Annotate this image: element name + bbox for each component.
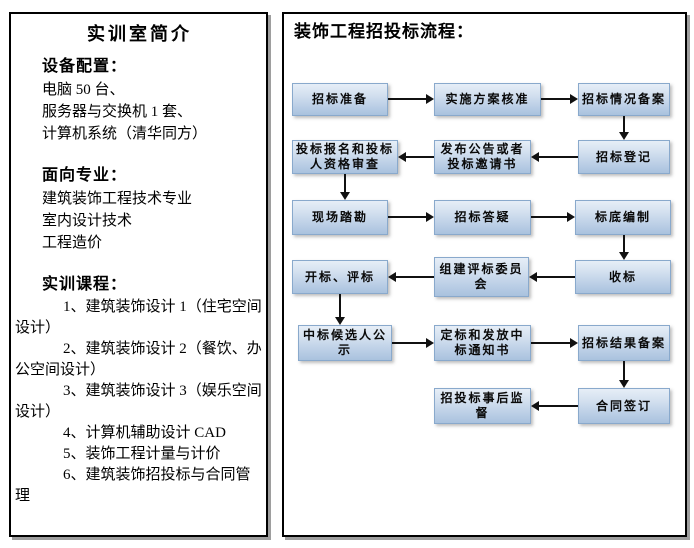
equipment-line: 服务器与交换机 1 套、 (42, 104, 193, 120)
flow-step-committee: 组建评标委员 会 (434, 257, 529, 297)
arrow-left-icon (529, 272, 575, 282)
flow-step-bid-qa: 招标答疑 (434, 200, 531, 235)
flow-step-award-notice: 定标和发放中 标通知书 (434, 325, 531, 361)
arrow-right-icon (541, 94, 578, 104)
arrow-down-icon (340, 174, 350, 200)
intro-title: 实训室简介 (87, 24, 192, 44)
arrow-down-icon (619, 116, 629, 140)
arrow-left-icon (531, 401, 578, 411)
arrow-right-icon (388, 212, 434, 222)
flow-step-post-supervision: 招投标事后监 督 (434, 388, 531, 424)
flow-step-bid-preparation: 招标准备 (292, 83, 388, 116)
flow-step-bid-filing: 招标情况备案 (578, 83, 670, 116)
course-item: 3、建筑装饰设计 3（娱乐空间 设计） (15, 383, 262, 420)
flow-step-registration-review: 投标报名和投标 人资格审查 (292, 140, 398, 174)
major-line: 室内设计技术 (42, 213, 133, 229)
equipment-line: 计算机系统（清华同方） (42, 126, 208, 142)
course-item: 1、建筑装饰设计 1（住宅空间 设计） (15, 299, 262, 336)
flow-step-base-price: 标底编制 (575, 200, 671, 235)
arrow-left-icon (531, 152, 578, 162)
flow-step-contract-signing: 合同签订 (578, 388, 670, 424)
flowchart-panel: 装饰工程招投标流程： 招标准备 实施方案核准 招标情况备案 投标报名和投标 人资… (282, 12, 687, 537)
course-item: 2、建筑装饰设计 2（餐饮、办 公空间设计） (15, 341, 262, 378)
course-item: 4、计算机辅助设计 CAD (63, 425, 226, 441)
flow-step-bid-register: 招标登记 (578, 140, 670, 174)
flowchart-title: 装饰工程招投标流程： (294, 22, 474, 41)
section-heading-courses: 实训课程： (42, 276, 128, 293)
intro-panel: 实训室简介 设备配置： 电脑 50 台、 服务器与交换机 1 套、 计算机系统（… (9, 12, 268, 537)
arrow-right-icon (531, 338, 578, 348)
arrow-right-icon (388, 94, 434, 104)
arrow-down-icon (335, 294, 345, 325)
flow-step-receive-bids: 收标 (575, 260, 671, 294)
flow-step-announcement: 发布公告或者 投标邀请书 (434, 140, 531, 174)
flow-step-open-evaluate: 开标、评标 (292, 260, 388, 294)
flow-step-plan-approval: 实施方案核准 (434, 83, 541, 116)
section-heading-equipment: 设备配置： (42, 58, 128, 75)
arrow-down-icon (619, 235, 629, 260)
course-item: 6、建筑装饰招投标与合同管理 (15, 467, 251, 504)
arrow-left-icon (388, 272, 434, 282)
flow-step-result-filing: 招标结果备案 (578, 325, 670, 361)
arrow-right-icon (392, 338, 434, 348)
flow-step-candidate-publicity: 中标候选人公 示 (298, 325, 392, 361)
major-line: 工程造价 (42, 235, 103, 251)
arrow-left-icon (398, 152, 434, 162)
equipment-line: 电脑 50 台、 (42, 82, 125, 98)
major-line: 建筑装饰工程技术专业 (42, 191, 193, 207)
flow-step-site-survey: 现场踏勘 (292, 200, 388, 235)
course-item: 5、装饰工程计量与计价 (63, 446, 221, 462)
section-heading-majors: 面向专业： (42, 167, 128, 184)
arrow-right-icon (531, 212, 575, 222)
arrow-down-icon (619, 361, 629, 388)
